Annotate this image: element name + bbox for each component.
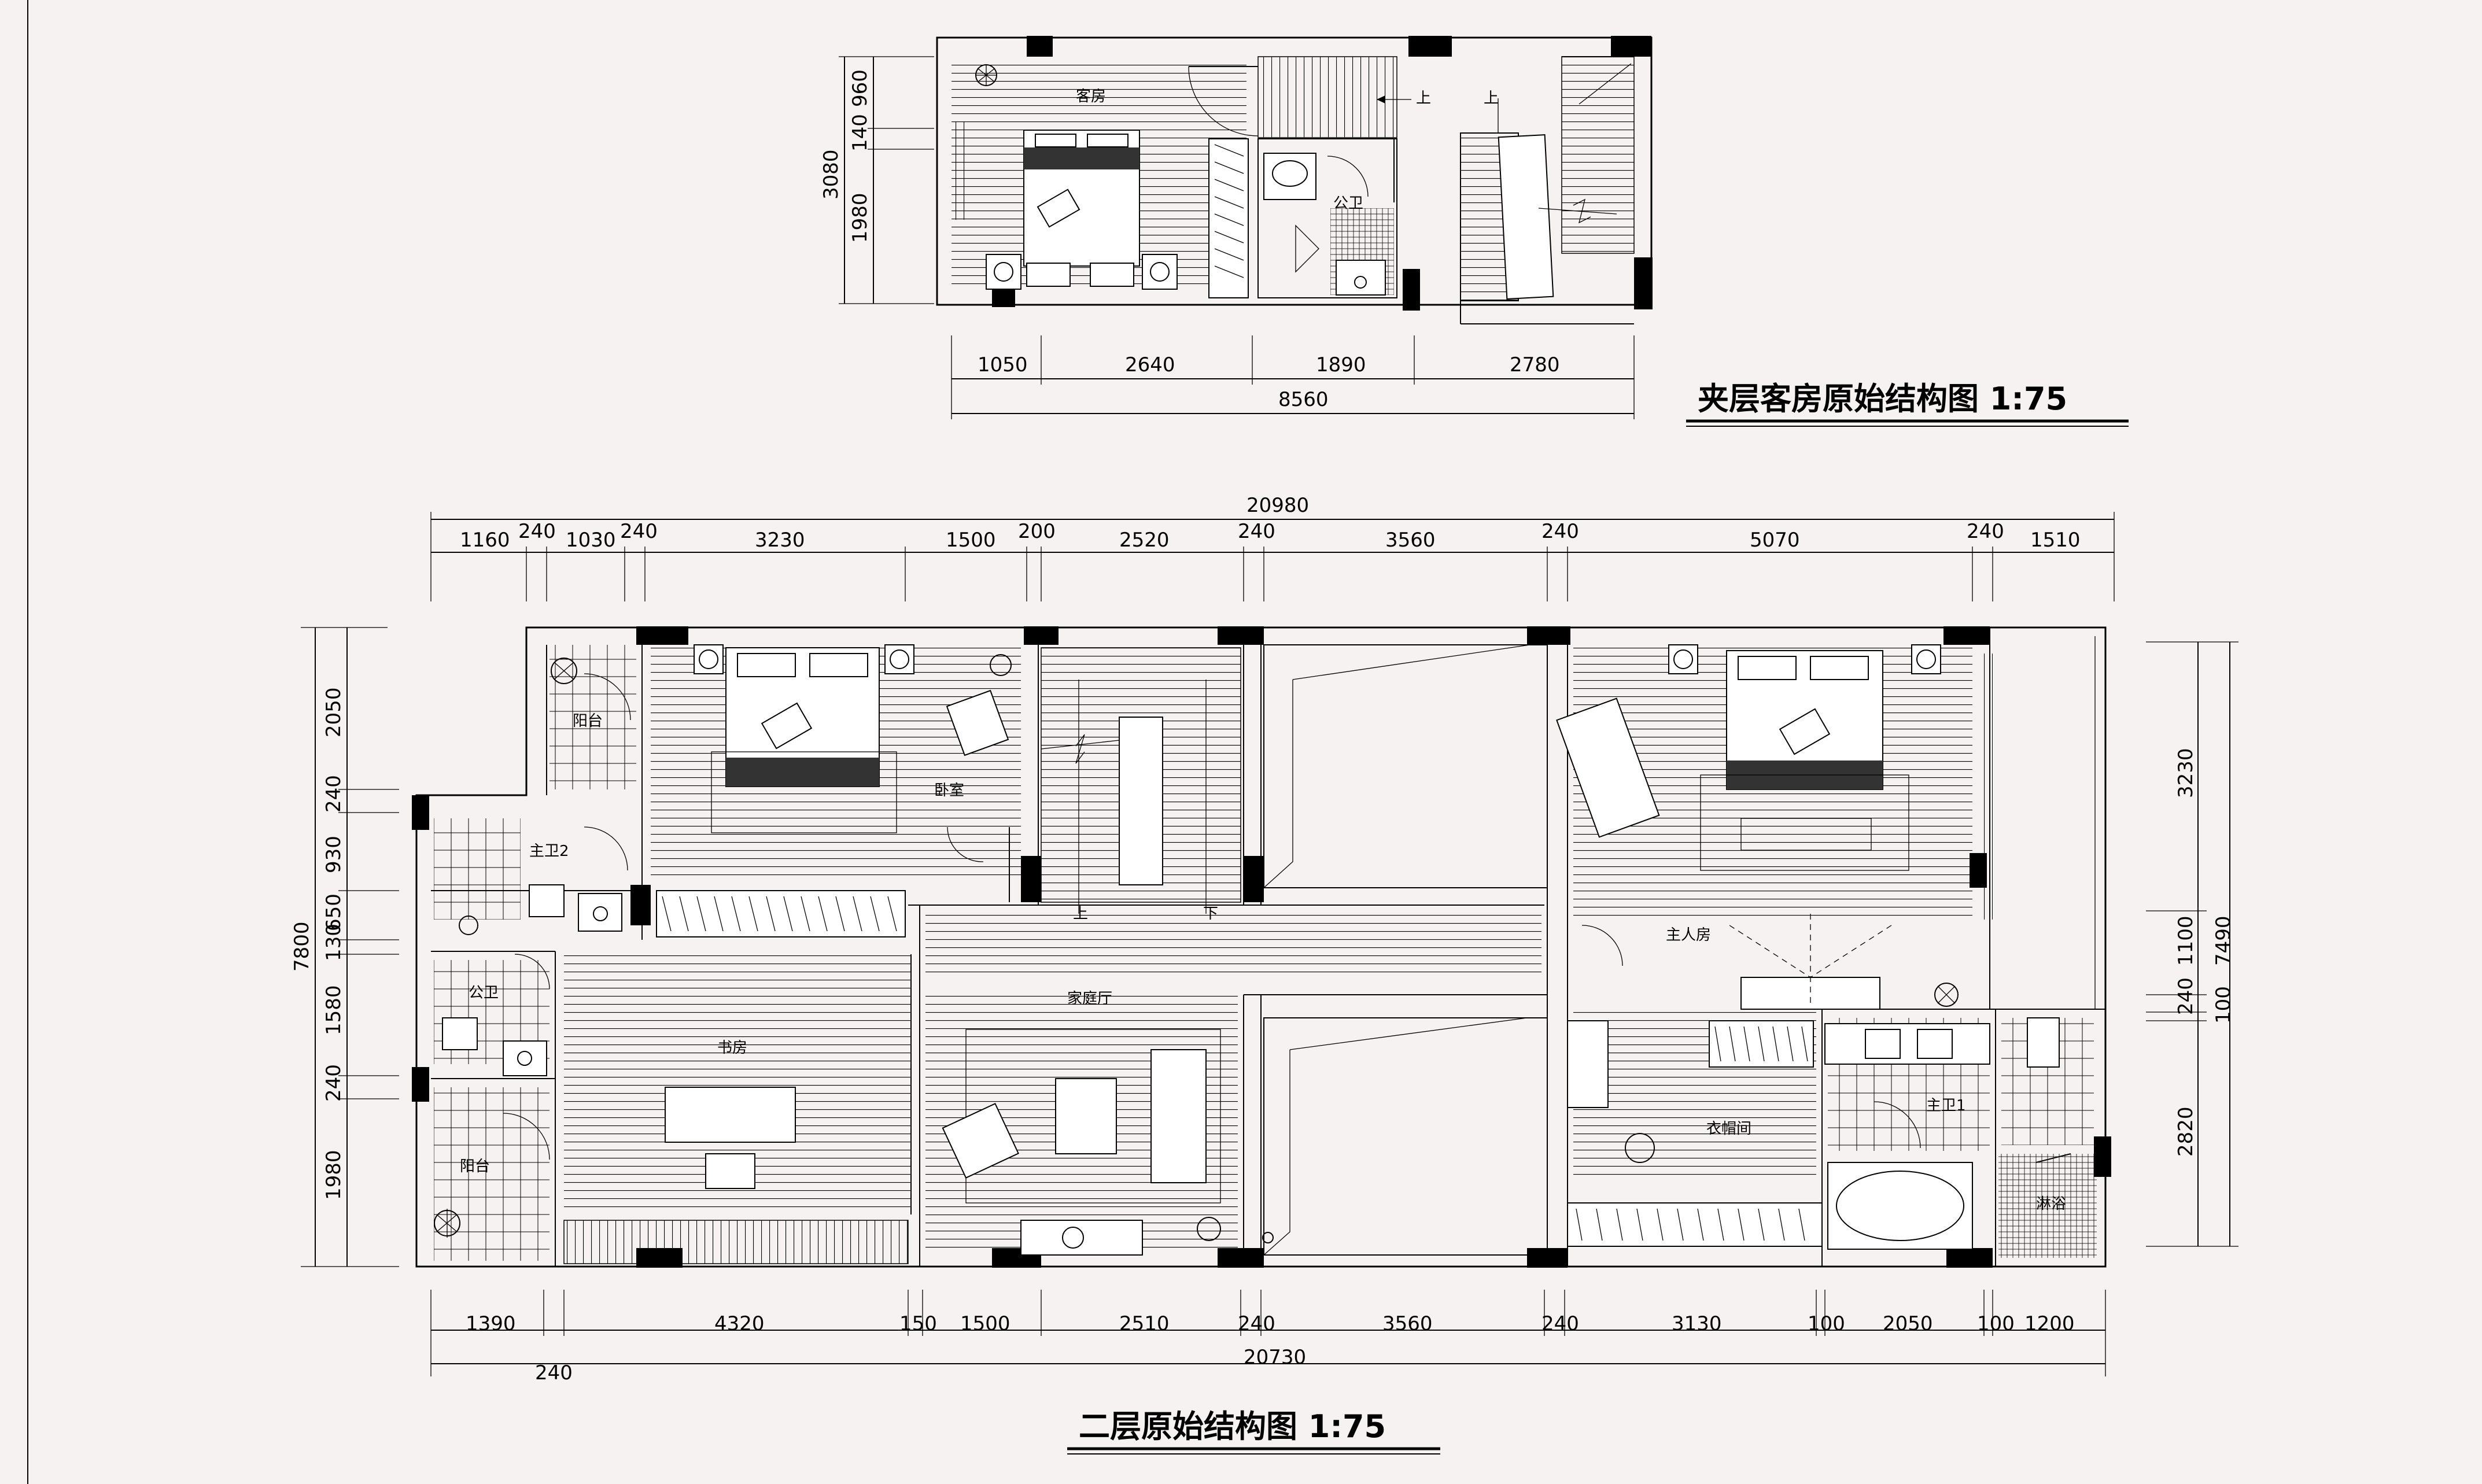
sf-dim-b-7: 3560 bbox=[1382, 1312, 1433, 1335]
sf-dim-b-2: 4320 bbox=[714, 1312, 765, 1335]
sf-dim-r-total: 7490 bbox=[2212, 915, 2235, 966]
room-master-bedroom: 主人房 bbox=[1666, 926, 1711, 944]
room-balcony-2: 阳台 bbox=[460, 1158, 490, 1175]
sf-dim-b-total: 20730 bbox=[1244, 1346, 1306, 1369]
sf-dim-b-11: 2050 bbox=[1883, 1312, 1933, 1335]
sf-dim-b-10: 100 bbox=[1808, 1312, 1845, 1335]
second-floor-plan: 1160 240 1030 240 3230 1500 200 2520 240… bbox=[290, 494, 2238, 1455]
sf-dim-t-2: 240 bbox=[518, 520, 556, 543]
room-bedroom: 卧室 bbox=[934, 782, 964, 799]
sf-dim-t-12: 5070 bbox=[1750, 529, 1800, 552]
mez-dim-b-1: 1050 bbox=[978, 353, 1028, 376]
sf-dim-b-1: 1390 bbox=[466, 1312, 516, 1335]
room-balcony-1: 阳台 bbox=[573, 713, 603, 730]
sf-dim-r-2: 1100 bbox=[2174, 915, 2197, 966]
sf-dim-t-total: 20980 bbox=[1246, 494, 1309, 517]
sf-dim-l-7: 240 bbox=[322, 1064, 345, 1102]
sf-dim-t-11: 240 bbox=[1541, 520, 1579, 543]
room-master-bath-1: 主卫1 bbox=[1926, 1097, 1966, 1114]
mez-dim-b-3: 1890 bbox=[1316, 353, 1366, 376]
sf-dim-l-5: 130 bbox=[322, 924, 345, 961]
sf-dim-t-14: 1510 bbox=[2030, 529, 2081, 552]
room-shower: 淋浴 bbox=[2036, 1195, 2066, 1213]
sf-dim-r-5: 2820 bbox=[2174, 1106, 2197, 1157]
sf-dim-l-4: 650 bbox=[322, 894, 345, 931]
mez-dim-b-2: 2640 bbox=[1125, 353, 1175, 376]
sf-dim-t-3: 1030 bbox=[566, 529, 616, 552]
sf-dim-t-10: 3560 bbox=[1385, 529, 1436, 552]
sf-dim-b-6: 240 bbox=[1238, 1312, 1275, 1335]
sf-dim-b-extra: 240 bbox=[535, 1361, 573, 1385]
stair-down-label: 下 bbox=[1203, 905, 1218, 922]
sf-dim-l-8: 1980 bbox=[322, 1150, 345, 1200]
sf-dim-t-13: 240 bbox=[1967, 520, 2004, 543]
mez-dim-l-total: 3080 bbox=[820, 149, 843, 200]
sf-dim-r-3: 240 bbox=[2174, 977, 2197, 1015]
room-public-bath: 公卫 bbox=[1333, 195, 1363, 212]
mezzanine-title: 夹层客房原始结构图 1:75 bbox=[1698, 381, 2067, 417]
sf-dim-t-5: 3230 bbox=[755, 529, 805, 552]
room-family-hall: 家庭厅 bbox=[1067, 990, 1112, 1007]
sf-dim-t-6: 1500 bbox=[946, 529, 996, 552]
sf-dim-t-1: 1160 bbox=[460, 529, 510, 552]
mez-dim-l-2: 140 bbox=[849, 114, 872, 152]
sf-dim-b-5: 2510 bbox=[1119, 1312, 1170, 1335]
sf-dim-r-1: 3230 bbox=[2174, 748, 2197, 798]
sf-dim-t-9: 240 bbox=[1238, 520, 1275, 543]
mez-dim-b-4: 2780 bbox=[1510, 353, 1560, 376]
sf-dim-l-3: 930 bbox=[322, 836, 345, 873]
sf-dim-l-total: 7800 bbox=[290, 921, 314, 972]
room-master-bath-2: 主卫2 bbox=[529, 843, 569, 860]
sf-dim-b-3: 150 bbox=[899, 1312, 937, 1335]
sf-dim-l-1: 2050 bbox=[322, 687, 345, 737]
stair-up-label-1: 上 bbox=[1416, 90, 1431, 107]
sf-dim-b-9: 3130 bbox=[1672, 1312, 1722, 1335]
sf-dim-l-2: 240 bbox=[322, 775, 345, 813]
sf-dim-b-12: 100 bbox=[1977, 1312, 2015, 1335]
sf-dim-t-7: 200 bbox=[1018, 520, 1056, 543]
sf-dim-l-6: 1580 bbox=[322, 985, 345, 1035]
room-wardrobe: 衣帽间 bbox=[1706, 1120, 1751, 1138]
stair-up-label: 上 bbox=[1073, 905, 1088, 922]
sf-dim-b-13: 1200 bbox=[2024, 1312, 2075, 1335]
stair-up-label-2: 上 bbox=[1484, 90, 1499, 107]
room-public-bath: 公卫 bbox=[469, 984, 499, 1002]
second-floor-title: 二层原始结构图 1:75 bbox=[1079, 1408, 1386, 1445]
sf-dim-t-4: 240 bbox=[620, 520, 658, 543]
sf-dim-r-4: 100 bbox=[2212, 986, 2235, 1024]
room-study: 书房 bbox=[717, 1039, 747, 1057]
mez-dim-l-3: 1980 bbox=[849, 193, 872, 243]
sf-dim-b-8: 240 bbox=[1541, 1312, 1579, 1335]
sf-dim-t-8: 2520 bbox=[1119, 529, 1170, 552]
mezzanine-plan: 上 上 客房 公卫 1050 2640 1890 2780 8560 960 1… bbox=[820, 36, 2129, 427]
mez-dim-l-1: 960 bbox=[849, 69, 872, 107]
sf-dim-b-4: 1500 bbox=[960, 1312, 1010, 1335]
room-guest: 客房 bbox=[1076, 88, 1106, 105]
mez-dim-b-total: 8560 bbox=[1278, 388, 1329, 411]
